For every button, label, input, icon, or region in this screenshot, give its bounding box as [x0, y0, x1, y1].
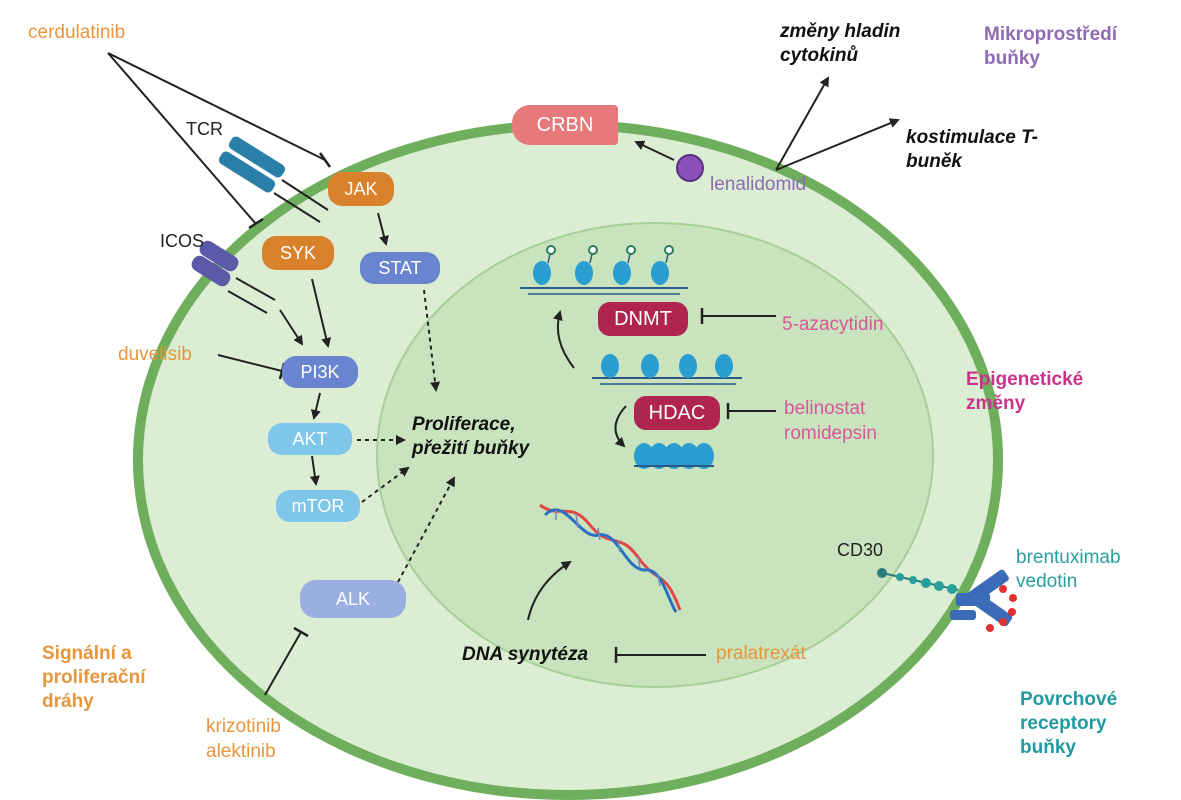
condensed-chromatin [634, 443, 714, 469]
category-signalni: Signální a proliferační dráhy [42, 643, 146, 712]
category-povrchove: Povrchové receptory buňky [1020, 689, 1118, 758]
tcr-receptor [218, 136, 329, 223]
node-pi3k: PI3K [282, 356, 358, 388]
node-syk: SYK [262, 236, 334, 270]
effect-cytokiny: změny hladin cytokinů [780, 21, 901, 66]
label-tcr: TCR [186, 119, 223, 139]
methylated-chromatin [520, 245, 688, 295]
effect-dna-synteza: DNA synytéza [462, 644, 589, 665]
drug-duvelisib: duvelisib [118, 344, 192, 365]
drug-alektinib: alektinib [206, 741, 276, 762]
drug-krizotinib: krizotinib [206, 716, 281, 737]
label-cd30: CD30 [837, 540, 884, 560]
drug-5-azacytidin: 5-azacytidin [782, 314, 884, 335]
label-icos: ICOS [160, 231, 205, 251]
node-akt: AKT [268, 423, 352, 455]
node-alk: ALK [300, 580, 406, 618]
drug-belinostat: belinostat [784, 398, 866, 419]
node-hdac: HDAC [634, 396, 720, 430]
effect-kostimulace: kostimulace T-buněk [906, 127, 1038, 172]
node-jak: JAK [328, 172, 394, 206]
icos-receptor [191, 240, 276, 314]
cd30-receptor [877, 568, 959, 594]
effect-proliferace: Proliferace, přežití buňky [412, 414, 530, 459]
node-stat: STAT [360, 252, 440, 284]
drug-brentuximab: brentuximab [1016, 547, 1121, 568]
dna-helix [539, 503, 682, 613]
drug-lenalidomid: lenalidomid [710, 174, 807, 195]
drug-romidepsin: romidepsin [784, 423, 877, 444]
node-dnmt: DNMT [598, 302, 688, 336]
drug-cerdulatinib: cerdulatinib [28, 22, 126, 43]
node-mtor: mTOR [276, 490, 360, 522]
brentuximab-antibody [950, 569, 1017, 632]
drug-vedotin: vedotin [1016, 571, 1078, 592]
node-crbn: CRBN [512, 105, 618, 145]
open-chromatin [592, 354, 742, 385]
drug-pralatrexat: pralatrexát [716, 643, 806, 664]
category-mikroprostredi: Mikroprostředí buňky [984, 24, 1118, 69]
lenalidomid-molecule [676, 154, 704, 182]
category-epigeneticke: Epigenetické změny [966, 369, 1084, 414]
